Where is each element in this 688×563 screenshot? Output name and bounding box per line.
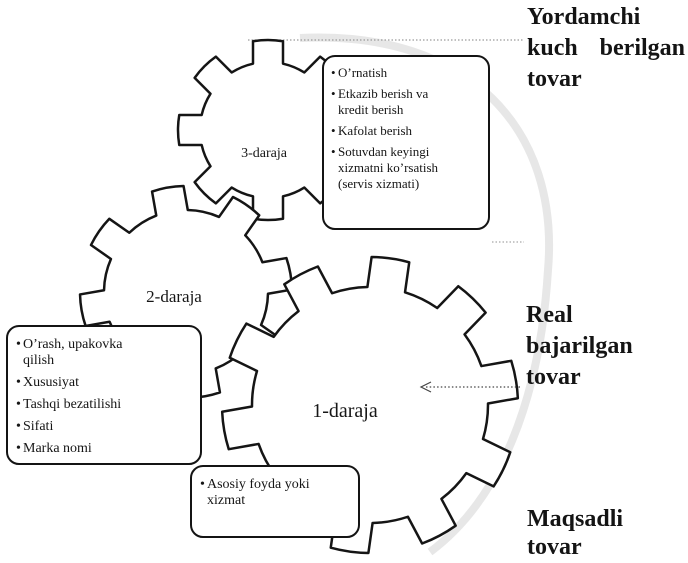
level-1-features-box: Asosiy foyda yoki xizmat: [190, 465, 360, 538]
list-item: Sifati: [16, 419, 141, 435]
level-2-feature-list: O’rash, upakovka qilish Xususiyat Tashqi…: [16, 337, 141, 457]
gear-level-2-label: 2-daraja: [146, 287, 202, 306]
level-3-features-box: O’rnatish Etkazib berish va kredit beris…: [322, 55, 490, 230]
level-3-feature-list: O’rnatish Etkazib berish va kredit beris…: [331, 65, 448, 192]
list-item: O’rash, upakovka qilish: [16, 337, 141, 369]
list-item: Tashqi bezatilishi: [16, 397, 141, 413]
list-item: Etkazib berish va kredit berish: [331, 86, 448, 118]
arrow-to-level-1: [419, 381, 520, 393]
actual-product-label: Real bajarilgan tovar: [526, 302, 633, 390]
augmented-product-label: Yordamchi kuch berilgan tovar: [527, 4, 685, 92]
gear-level-3-label: 3-daraja: [241, 146, 288, 161]
list-item: O’rnatish: [331, 65, 448, 81]
list-item: Asosiy foyda yoki xizmat: [200, 477, 325, 509]
arrow-head-icon: [419, 381, 432, 393]
gear-level-1-label: 1-daraja: [312, 400, 378, 422]
core-product-label: Maqsadli tovar: [527, 506, 624, 560]
level-1-feature-list: Asosiy foyda yoki xizmat: [200, 477, 325, 509]
list-item: Xususiyat: [16, 375, 141, 391]
list-item: Marka nomi: [16, 441, 141, 457]
level-2-features-box: O’rash, upakovka qilish Xususiyat Tashqi…: [6, 325, 202, 465]
list-item: Sotuvdan keyingi xizmatni ko’rsatish (se…: [331, 144, 448, 192]
list-item: Kafolat berish: [331, 123, 448, 139]
